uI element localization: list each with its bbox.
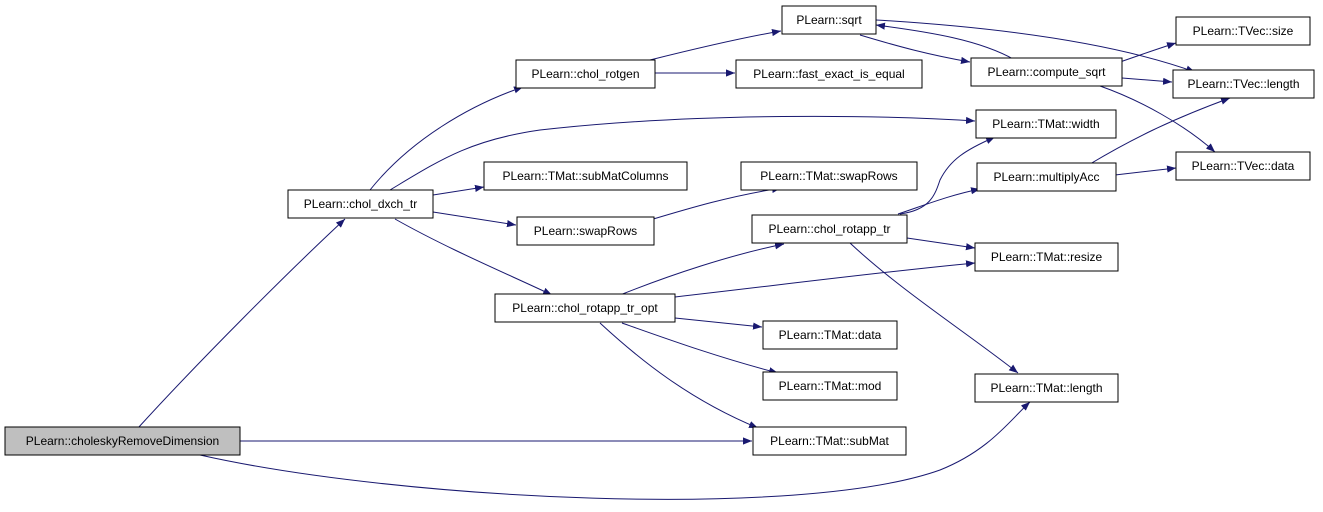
node-tmat_length[interactable]: PLearn::TMat::length: [974, 373, 1119, 403]
edge-chol_rotapp_tr-multiplyAcc: [897, 187, 981, 215]
node-label: PLearn::fast_exact_is_equal: [753, 67, 904, 81]
edge-chol_rotapp_tr_opt-chol_rotapp_tr: [619, 242, 785, 296]
node-sqrt[interactable]: PLearn::sqrt: [781, 5, 877, 35]
edge-chol_dxch_tr-swapRows: [432, 211, 517, 228]
node-chol_dxch_tr[interactable]: PLearn::chol_dxch_tr: [287, 189, 434, 219]
edge-choleskyRemoveDimension-chol_dxch_tr: [137, 218, 346, 429]
node-label: PLearn::compute_sqrt: [987, 65, 1106, 79]
edges: [137, 19, 1231, 500]
node-label: PLearn::swapRows: [534, 224, 637, 238]
edge-chol_rotapp_tr_opt-tmat_data: [674, 317, 763, 330]
node-label: PLearn::multiplyAcc: [993, 170, 1099, 184]
edge-multiplyAcc-tvec_length: [1089, 97, 1231, 165]
edge-chol_rotapp_tr_opt-tmat_resize: [674, 260, 976, 298]
node-label: PLearn::TVec::data: [1192, 159, 1295, 173]
edge-chol_dxch_tr-chol_rotgen: [369, 86, 524, 191]
edge-compute_sqrt-tvec_size: [1119, 42, 1177, 63]
node-swapRows[interactable]: PLearn::swapRows: [516, 216, 655, 246]
node-label: PLearn::TMat::subMatColumns: [502, 169, 668, 183]
node-label: PLearn::TMat::resize: [991, 250, 1103, 264]
node-tvec_size[interactable]: PLearn::TVec::size: [1175, 16, 1311, 46]
node-label: PLearn::TMat::subMat: [770, 434, 889, 448]
node-tmat_subMatColumns[interactable]: PLearn::TMat::subMatColumns: [483, 161, 688, 191]
edge-chol_rotgen-sqrt: [649, 28, 782, 61]
node-choleskyRemoveDimension[interactable]: PLearn::choleskyRemoveDimension: [4, 426, 241, 456]
edge-multiplyAcc-tvec_data: [1114, 165, 1177, 176]
node-tmat_data[interactable]: PLearn::TMat::data: [762, 320, 898, 350]
node-label: PLearn::sqrt: [796, 13, 862, 27]
node-label: PLearn::TMat::data: [779, 328, 882, 342]
edge-chol_rotapp_tr-tmat_resize: [906, 237, 976, 251]
edge-compute_sqrt-sqrt: [875, 22, 1016, 61]
node-label: PLearn::TMat::width: [992, 117, 1099, 131]
node-tmat_width[interactable]: PLearn::TMat::width: [975, 109, 1117, 139]
node-label: PLearn::TVec::length: [1187, 77, 1299, 91]
edge-swapRows-tmat_swapRows: [649, 185, 782, 221]
nodes: PLearn::choleskyRemoveDimension PLearn::…: [4, 5, 1315, 456]
node-label: PLearn::TVec::size: [1193, 24, 1294, 38]
node-label: PLearn::chol_dxch_tr: [304, 197, 417, 211]
node-label: PLearn::chol_rotapp_tr: [768, 222, 890, 236]
node-tmat_subMat[interactable]: PLearn::TMat::subMat: [752, 426, 907, 456]
node-multiplyAcc[interactable]: PLearn::multiplyAcc: [976, 162, 1117, 192]
node-label: PLearn::chol_rotgen: [531, 67, 639, 81]
node-label: PLearn::TMat::swapRows: [760, 169, 897, 183]
edge-sqrt-tvec_length: [875, 19, 1196, 73]
node-label: PLearn::TMat::mod: [779, 379, 882, 393]
node-tmat_resize[interactable]: PLearn::TMat::resize: [974, 242, 1119, 272]
edge-chol_rotapp_tr_opt-tmat_mod: [621, 322, 779, 375]
node-label: PLearn::choleskyRemoveDimension: [26, 434, 219, 448]
node-chol_rotapp_tr_opt[interactable]: PLearn::chol_rotapp_tr_opt: [494, 293, 676, 323]
node-label: PLearn::TMat::length: [990, 381, 1102, 395]
edge-chol_rotapp_tr-tmat_length: [849, 242, 1019, 374]
edge-chol_dxch_tr-chol_rotapp_tr_opt: [394, 218, 553, 296]
edge-compute_sqrt-tvec_length: [1121, 77, 1173, 85]
node-chol_rotapp_tr[interactable]: PLearn::chol_rotapp_tr: [751, 214, 908, 244]
node-chol_rotgen[interactable]: PLearn::chol_rotgen: [515, 59, 656, 89]
edge-chol_rotapp_tr_opt-tmat_subMat: [599, 322, 759, 429]
edge-chol_dxch_tr-tmat_width: [389, 115, 976, 191]
node-tvec_data[interactable]: PLearn::TVec::data: [1175, 151, 1311, 181]
edge-compute_sqrt-tvec_data: [1099, 85, 1216, 153]
node-compute_sqrt[interactable]: PLearn::compute_sqrt: [970, 57, 1123, 87]
node-tmat_swapRows[interactable]: PLearn::TMat::swapRows: [740, 161, 918, 191]
node-label: PLearn::chol_rotapp_tr_opt: [512, 301, 658, 315]
node-fast_exact_is_equal[interactable]: PLearn::fast_exact_is_equal: [735, 59, 923, 89]
node-tmat_mod[interactable]: PLearn::TMat::mod: [762, 371, 898, 401]
edge-chol_dxch_tr-tmat_subMatColumns: [432, 184, 485, 196]
node-tvec_length[interactable]: PLearn::TVec::length: [1172, 69, 1315, 99]
edge-sqrt-compute_sqrt: [859, 34, 971, 64]
edge-choleskyRemoveDimension-tmat_length: [199, 401, 1031, 500]
edge-chol_rotapp_tr-tmat_width: [899, 136, 996, 215]
